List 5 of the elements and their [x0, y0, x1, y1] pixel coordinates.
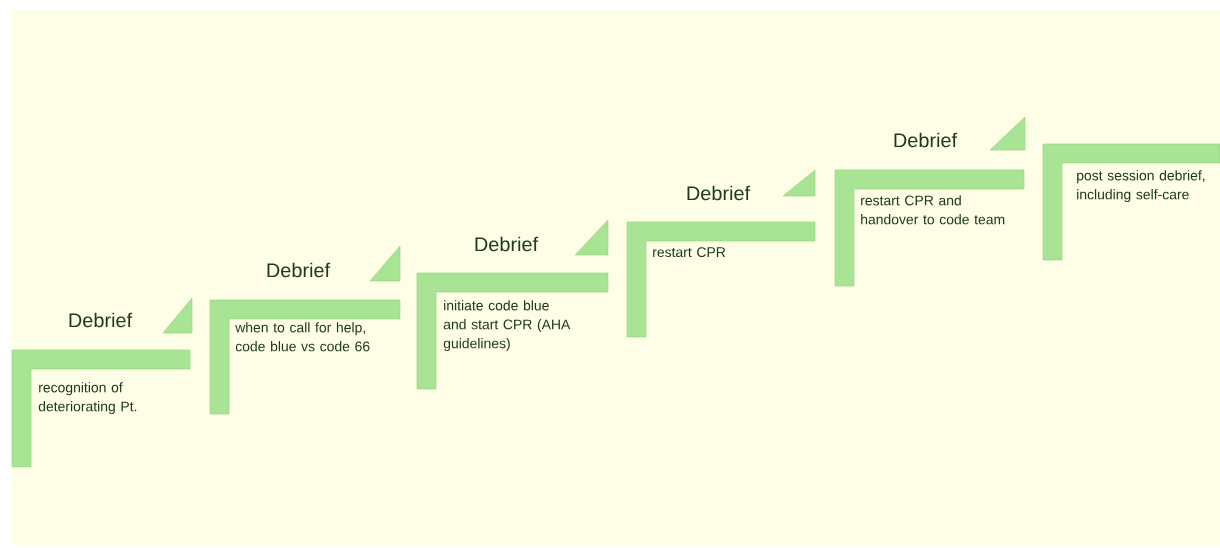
step-label: Debrief — [687, 185, 751, 201]
step-label: Debrief — [475, 236, 539, 252]
step-label: Debrief — [894, 132, 958, 148]
step-label: Debrief — [69, 312, 133, 328]
step-label: Debrief — [267, 262, 331, 278]
